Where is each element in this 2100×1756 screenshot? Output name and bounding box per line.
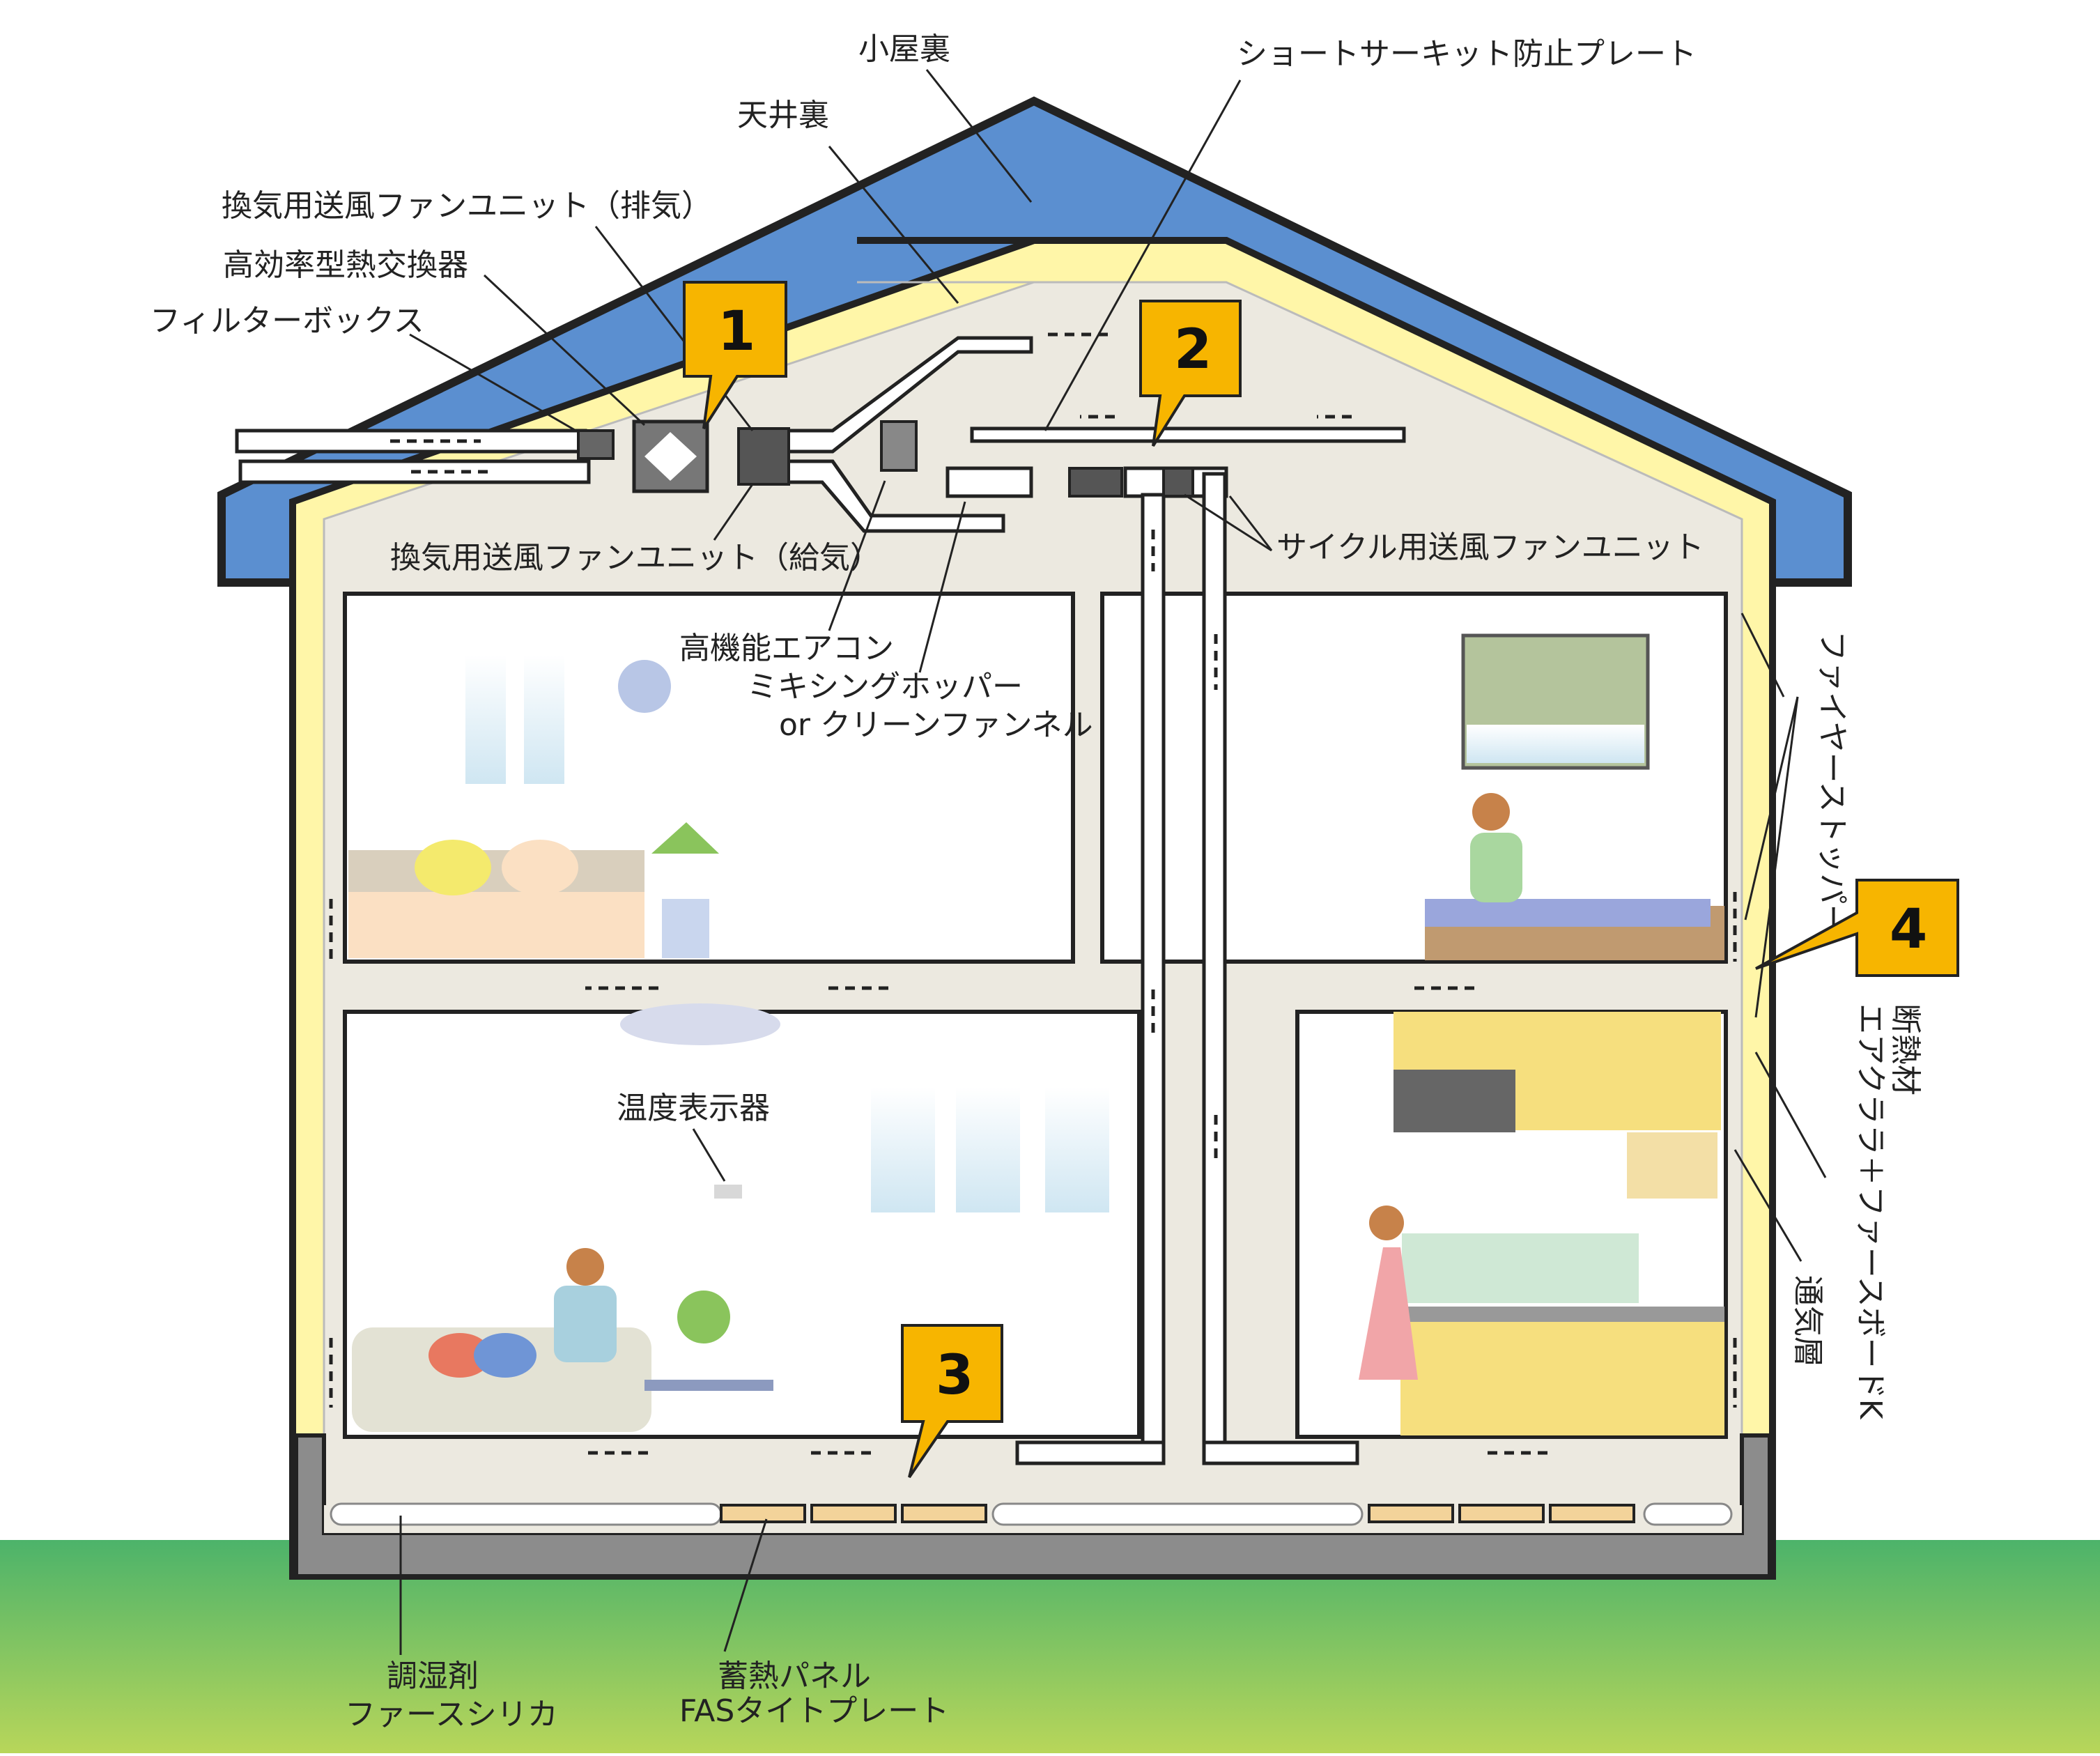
label-aircon: 高機能エアコン [679, 631, 894, 666]
living-1f-furniture [352, 1003, 1109, 1432]
label-humidity-agent-1: 調湿剤 [387, 1658, 479, 1694]
label-clean-funnel: or クリーンファンネル [779, 707, 1093, 743]
label-heat-panel-2: FASタイトプレート [679, 1693, 949, 1729]
label-cycle-fan: サイクル用送風ファンユニット [1276, 530, 1704, 565]
label-heat-exchanger: 高効率型熱交換器 [223, 247, 468, 283]
label-ceiling-space: 天井裏 [737, 98, 829, 133]
label-supply-fan: 換気用送風ファンユニット（給気） [390, 540, 881, 576]
label-fire-stopper-text: ファイヤーストッパー [1814, 631, 1850, 934]
label-mixing-hopper: ミキシングホッパー [747, 669, 1023, 704]
badge-1: 1 [683, 281, 787, 430]
badge-2-number: 2 [1174, 318, 1212, 381]
cycle-fan-right [1162, 467, 1194, 498]
living-2f-furniture [348, 655, 719, 958]
airflow-arrows [329, 332, 1737, 1455]
label-insulation-1: 断熱材 [1887, 1003, 1923, 1095]
humidity-beads [330, 1502, 1733, 1526]
label-exhaust-fan: 換気用送風ファンユニット（排気） [222, 188, 712, 224]
clock-icon [618, 660, 671, 713]
badge-4: 4 [1755, 879, 1959, 977]
label-short-circuit-plate: ショートサーキット防止プレート [1237, 36, 1697, 72]
badge-3-number: 3 [936, 1344, 973, 1407]
label-filter-box: フィルターボックス [150, 303, 424, 339]
badge-1-number: 1 [718, 300, 755, 363]
foundation [294, 1433, 1772, 1578]
label-humidity-agent-2: ファースシリカ [345, 1697, 558, 1732]
label-attic: 小屋裏 [858, 31, 950, 67]
bedroom-2f-furniture [1425, 633, 1724, 960]
label-thermometer: 温度表示器 [617, 1091, 770, 1126]
heat-storage-panels [720, 1504, 1635, 1523]
label-insulation-2: エアクララ＋ファースボードK [1853, 1003, 1888, 1420]
duct-system [235, 336, 1406, 1465]
badge-2: 2 [1139, 300, 1242, 447]
label-ventilation-layer: 通気層 [1790, 1275, 1825, 1367]
cycle-fan-left [1068, 467, 1123, 498]
badge-4-number: 4 [1890, 898, 1927, 961]
filter-box [577, 429, 615, 460]
badge-3: 3 [901, 1324, 1003, 1479]
label-heat-panel-1: 蓄熱パネル [718, 1658, 871, 1694]
label-fire-stopper: ファイヤーストッパー [1814, 631, 1850, 934]
aircon-unit [880, 420, 918, 472]
kitchen-1f-furniture [1359, 1012, 1724, 1435]
supply-fan-unit [737, 427, 790, 486]
